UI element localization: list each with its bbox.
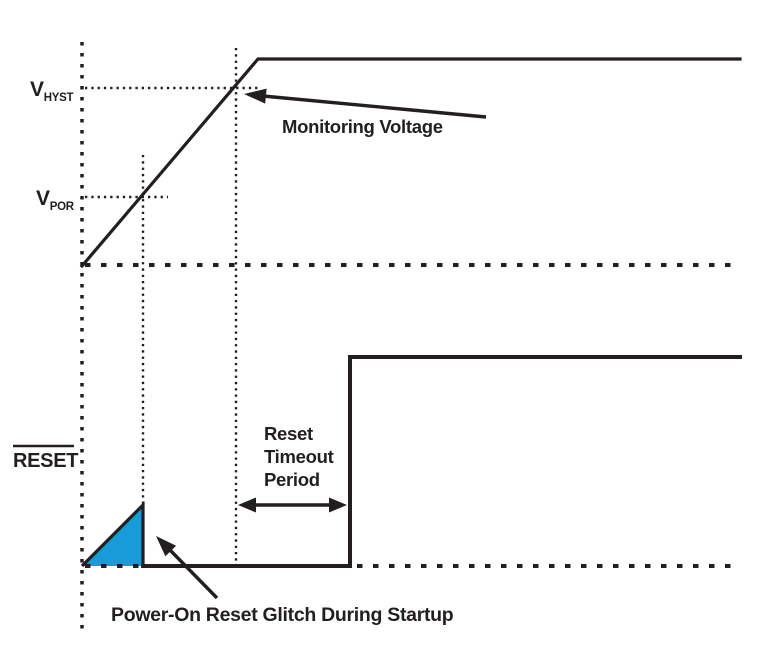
glitch-arrow-line: [167, 547, 219, 600]
vpor-label-base: V: [36, 187, 50, 210]
reset-waveform-line: [141, 355, 742, 568]
vpor-label-sub: POR: [50, 201, 75, 213]
vhyst-label-sub: HYST: [44, 92, 74, 104]
glitch-triangle-outline: [80, 501, 145, 568]
timeout-right-arrowhead-icon: [329, 497, 347, 513]
reset-timeout-annotation-line3: Period: [264, 469, 320, 490]
monitoring-voltage-annotation: Monitoring Voltage: [282, 116, 443, 137]
timeout-left-arrowhead-icon: [238, 497, 256, 513]
vhyst-label: VHYST: [30, 78, 73, 104]
supply-waveform-line: [79, 57, 742, 269]
reset-label: RESET: [13, 450, 78, 472]
monitoring-voltage-arrow-line: [262, 94, 487, 119]
por-glitch-annotation: Power-On Reset Glitch During Startup: [111, 604, 454, 626]
reset-timeout-annotation-line1: Reset: [264, 423, 313, 444]
reset-timeout-annotation-line2: Timeout: [264, 446, 334, 467]
vhyst-label-base: V: [30, 78, 44, 101]
vpor-label: VPOR: [36, 187, 75, 213]
monitoring-voltage-arrowhead-icon: [244, 88, 267, 104]
glitch-arrowhead-icon: [156, 536, 177, 557]
